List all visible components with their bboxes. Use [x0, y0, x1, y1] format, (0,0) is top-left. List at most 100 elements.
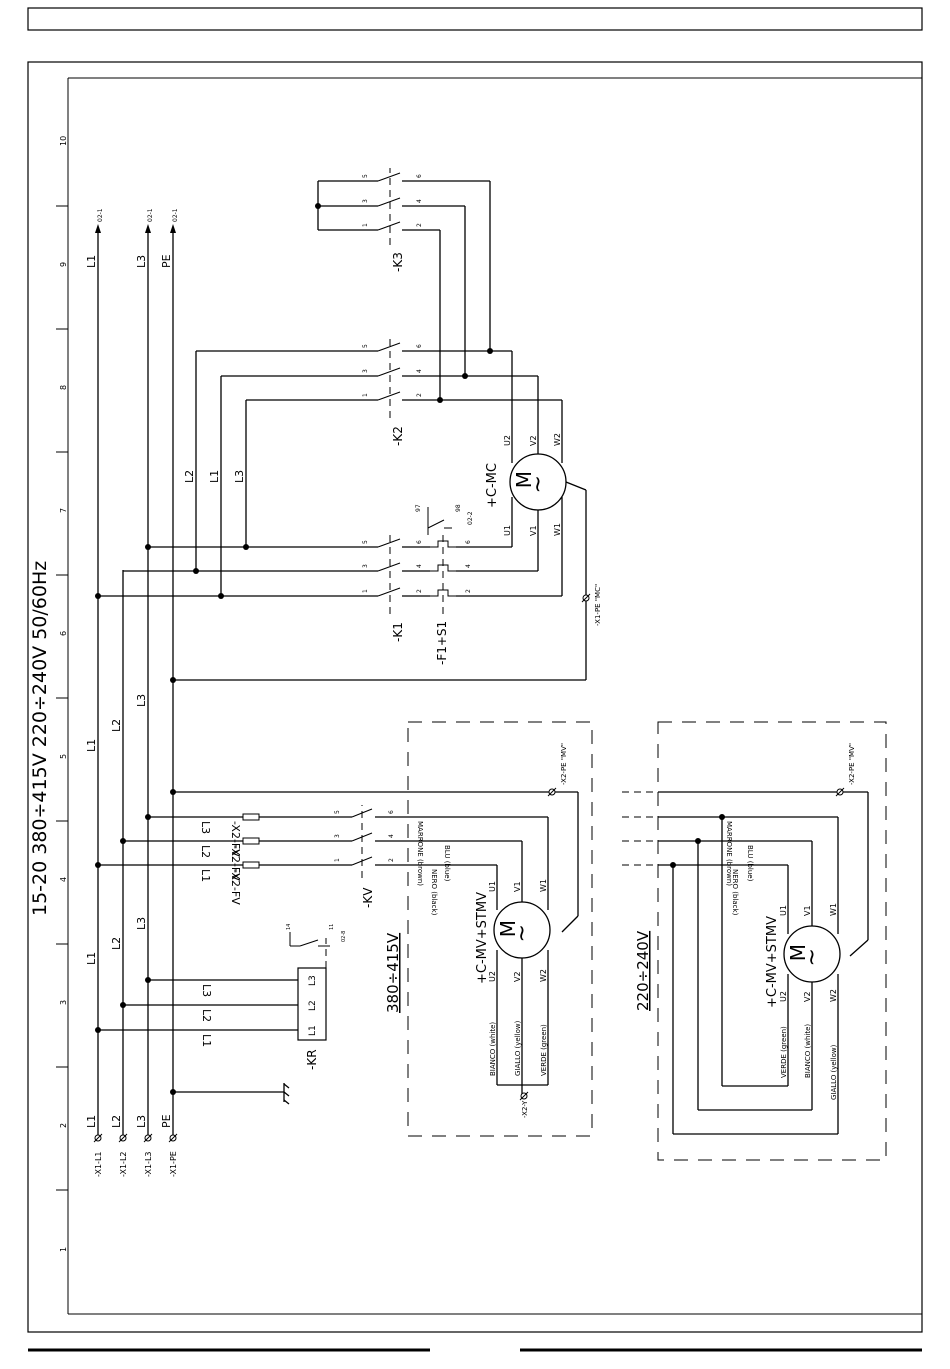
wire-color-label: GIALLO (yellow): [830, 1044, 838, 1100]
kr-aux-pin: 11: [329, 924, 335, 930]
bus-label: L1: [85, 255, 98, 268]
diagram-title: 15-20 380÷415V 220÷240V 50/60Hz: [29, 561, 51, 916]
kv-fuse-label: -X2-FV: [229, 845, 242, 881]
bus-label: L2: [110, 719, 123, 732]
motor-mc-terminal: U2: [503, 435, 512, 446]
kv-contactor: [95, 805, 548, 878]
fan-220-terminal: U1: [779, 905, 788, 916]
fan-380-label: +C-MV+STMV: [475, 892, 490, 984]
bus-label: L1: [85, 1115, 98, 1128]
bus-label: L3: [135, 1115, 148, 1128]
motor-mc-tilde: ~: [526, 475, 551, 493]
k3-label: -K3: [391, 252, 405, 272]
bus-label: L2: [110, 937, 123, 950]
bus-label: L3: [135, 255, 148, 268]
voltage-380-label: 380÷415V: [384, 932, 402, 1013]
terminal-label: -X1-L2: [119, 1152, 128, 1178]
grid-number: 3: [59, 1000, 68, 1005]
ref-label: 02-1: [147, 208, 154, 222]
kv-label: -KV: [361, 887, 375, 908]
motor-mc-label: +C-MC: [485, 463, 500, 508]
k2-contactor: [377, 339, 562, 418]
k3-pin: 3: [362, 199, 369, 203]
k1-label: -K1: [391, 622, 405, 642]
fan-380-terminal: V1: [513, 881, 522, 892]
wire-color-label: GIALLO (yellow): [514, 1020, 522, 1076]
kv-fuse-label: -X2-FV: [229, 821, 242, 857]
k2-pin: 4: [416, 369, 423, 373]
fan-380-symbol: M: [496, 920, 520, 937]
motor-mc-terminal: V1: [529, 525, 538, 536]
bus-label: PE: [160, 254, 173, 268]
wire-color-label: MARRONE (brown): [416, 821, 424, 886]
fan-380-terminal: U1: [488, 881, 497, 892]
motor-mc-terminal: V2: [529, 435, 538, 446]
k2-pin: 2: [416, 393, 423, 397]
sheet-border: [27, 61, 923, 1333]
kv-fuse-label: -X2-FV: [229, 869, 242, 905]
terminal-label: -X1-PE: [169, 1151, 178, 1177]
k2-pin: 5: [362, 344, 369, 348]
terminal-label: -X1-L1: [94, 1152, 103, 1178]
kr-pin: L1: [308, 1025, 318, 1036]
kv-pin: 4: [388, 834, 395, 838]
kr-phase: L1: [200, 1034, 213, 1047]
wire-color-label: VERDE (green): [540, 1024, 548, 1076]
terminal-label: -X1-L3: [144, 1152, 153, 1178]
kr-phase: L3: [200, 984, 213, 997]
fan-220-terminal: W2: [829, 989, 838, 1002]
fan-220-tilde: ~: [800, 948, 825, 966]
f1s1-pin: 4: [465, 564, 472, 568]
pe-mc-label: -X1-PE "MC": [594, 584, 602, 626]
k2-feeds: [195, 350, 378, 596]
motor-mc: [170, 351, 591, 683]
grid-number: 8: [59, 385, 68, 390]
k3-pin: 2: [416, 223, 423, 227]
grid-number: 9: [59, 262, 68, 267]
input-terminals: [93, 1133, 178, 1143]
k3-contactor: [315, 168, 491, 400]
fan-220-label: +C-MV+STMV: [765, 916, 780, 1008]
star-point-label: -X2-Y: [521, 1100, 529, 1118]
grid-number: 7: [59, 508, 68, 513]
wire-color-label: BLU (blue): [443, 845, 451, 882]
k2-pin: 1: [362, 393, 369, 397]
f1s1-ref: 02-2: [467, 511, 474, 525]
kv-phase: L2: [199, 845, 212, 858]
pe-mv-label-380: -X2-PE "MV": [560, 743, 568, 785]
f1s1-aux: 97: [415, 504, 422, 512]
kv-phase: L1: [199, 869, 212, 882]
kr-relay: [95, 932, 330, 1041]
grid-scale: [56, 205, 68, 1191]
f1s1-pin: 2: [465, 589, 472, 593]
f1s1-pin: 6: [465, 540, 472, 544]
earth-symbol: [173, 1083, 290, 1105]
box-380: [407, 721, 593, 1137]
fan-220-terminal: V1: [803, 905, 812, 916]
k2-pin: 6: [416, 344, 423, 348]
grid-number: 6: [59, 631, 68, 636]
fan-380-terminal: W2: [539, 969, 548, 982]
wire-color-label: MARRONE (brown): [725, 821, 733, 886]
k2-feed-label: L2: [183, 470, 196, 483]
k1-pin: 1: [362, 589, 369, 593]
k2-feed-label: L3: [233, 470, 246, 483]
wire-color-label: VERDE (green): [780, 1026, 788, 1078]
k2-feed-label: L1: [208, 470, 221, 483]
ref-label: 02-1: [172, 208, 179, 222]
bus-label: L3: [135, 694, 148, 707]
pe-mv-label-220: -X2-PE "MV": [848, 743, 856, 785]
k2-pin: 3: [362, 369, 369, 373]
kr-ref: 02-8: [341, 931, 347, 942]
grid-number: 5: [59, 754, 68, 759]
grid-number: 10: [59, 136, 68, 146]
kr-phase: L2: [200, 1009, 213, 1022]
wire-color-label: BIANCO (white): [804, 1024, 812, 1078]
fan-220-terminal: V2: [803, 991, 812, 1002]
motor-mc-terminal: W1: [553, 523, 562, 536]
kr-aux-pin: 14: [286, 924, 292, 930]
kv-pin: 3: [334, 834, 341, 838]
fan-220-symbol: M: [786, 944, 810, 961]
k3-pin: 6: [416, 174, 423, 178]
